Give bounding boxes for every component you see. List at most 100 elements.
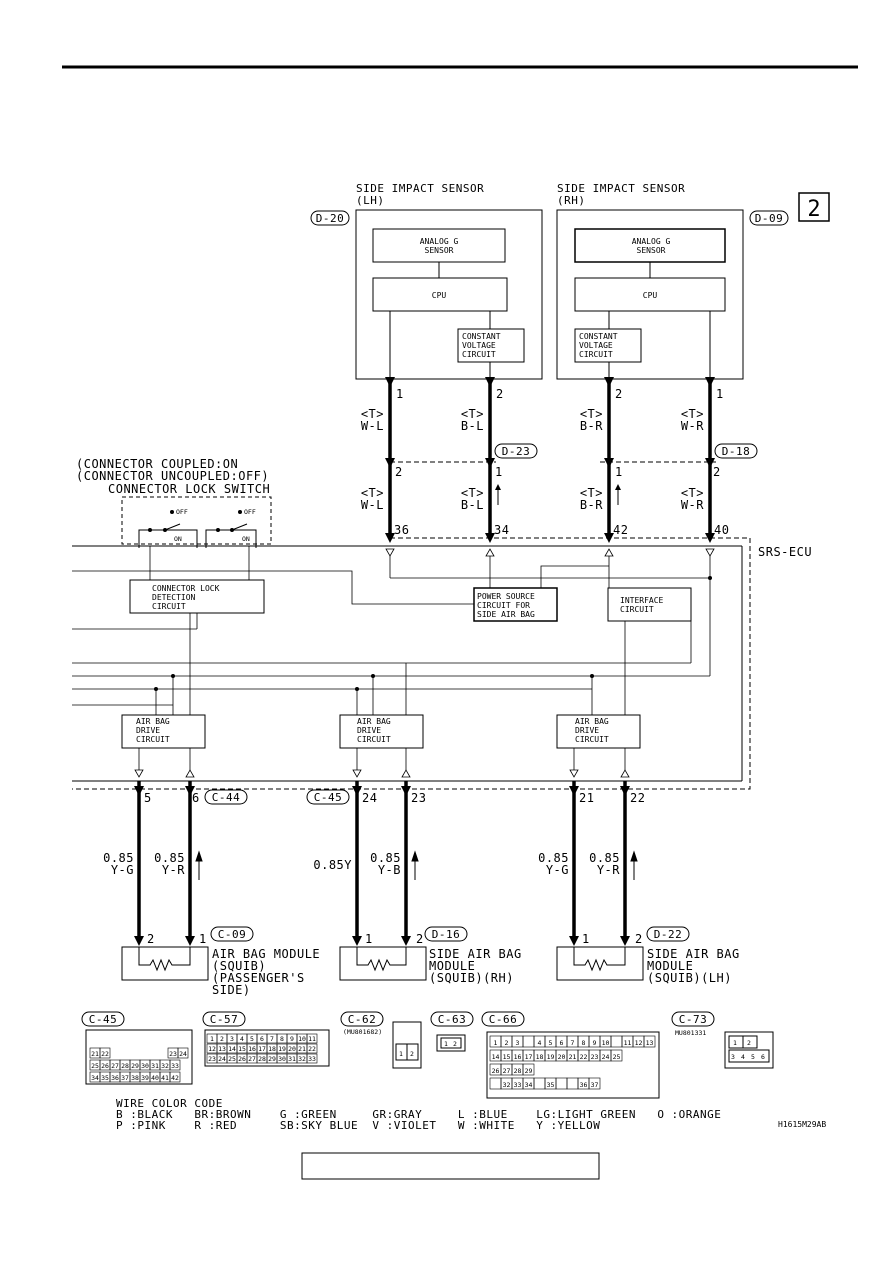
connector-pin-number: 21 [298,1045,306,1053]
sensor-rh-conn-tag [749,210,789,226]
w23-size: 0.85 [370,851,401,865]
ecu-pin-40: 40 [714,523,729,537]
pin-21: 21 [579,791,594,805]
w2-color-b: B-L [461,498,484,512]
w1-color-b: W-L [361,498,384,512]
connector-pin-number: 23 [208,1055,216,1063]
svg-text:AIR BAG: AIR BAG [357,717,391,726]
lh-const-l2: VOLTAGE [462,341,496,350]
connector-pin-number: 25 [228,1055,236,1063]
connector-pin-number: 34 [91,1074,99,1082]
connector-pin-number: 6 [260,1035,264,1043]
connector-pin-number: 28 [258,1055,266,1063]
w6-color: Y-R [162,863,185,877]
sensor-rh-title: SIDE IMPACT SENSOR [557,182,685,195]
module-side-lh: 1 2 D-22 SIDE AIR BAG MODULE (SQUIB)(LH) [556,926,739,985]
sensor-lh-title: SIDE IMPACT SENSOR [356,182,484,195]
svg-text:D-16: D-16 [432,928,461,941]
lock-detect-l3: CIRCUIT [152,602,186,611]
connector-pin-number: 11 [624,1039,632,1047]
w3-color-a: B-R [580,419,603,433]
connector-pin-number: 9 [593,1039,597,1047]
connector-pin-number: 19 [278,1045,286,1053]
w4-color-b: W-R [681,498,704,512]
connector-pin-number: 35 [547,1081,555,1089]
connector-pin-number: 40 [151,1074,159,1082]
svg-text:C-63: C-63 [438,1013,467,1026]
lh-const-box [457,328,525,363]
svg-text:C-62: C-62 [348,1013,377,1026]
connector-pin-number: 9 [290,1035,294,1043]
connector-pin-number: 25 [91,1062,99,1070]
connector-pin-number: 20 [288,1045,296,1053]
w4-pin-upper: 1 [716,387,724,401]
svg-text:CIRCUIT: CIRCUIT [136,735,170,744]
lock-note-2: (CONNECTOR UNCOUPLED:OFF) [76,469,269,483]
w1-color-a: W-L [361,419,384,433]
srs-ecu-boundary [72,537,751,790]
svg-text:1: 1 [199,932,207,946]
conn-d18-tag [714,443,758,459]
svg-text:2: 2 [453,1040,457,1048]
conn-c44: C-44 [212,791,241,804]
footer-box [301,1152,600,1180]
connector-pin-number: 33 [308,1055,316,1063]
svg-text:(MU801682): (MU801682) [343,1028,382,1036]
svg-text:SIDE): SIDE) [212,983,251,997]
svg-text:DRIVE: DRIVE [136,726,160,735]
pin-5: 5 [144,791,152,805]
connector-pin-number: 33 [514,1081,522,1089]
connector-pin-number: 3 [230,1035,234,1043]
sw2-off: OFF [244,508,256,516]
connector-pin-number: 29 [525,1067,533,1075]
connector-pin-number: 31 [288,1055,296,1063]
w2-pin-upper: 2 [496,387,504,401]
connector-pin-number: 42 [171,1074,179,1082]
connector-pin-number: 37 [121,1074,129,1082]
svg-text:DRIVE: DRIVE [357,726,381,735]
lock-detect-box [129,579,265,614]
lock-switch-title: CONNECTOR LOCK SWITCH [108,482,270,496]
wire-color-legend: WIRE COLOR CODE B :BLACK BR:BROWN G :GRE… [116,1097,721,1132]
connector-pin-number: 37 [591,1081,599,1089]
rh-const-box [574,328,642,363]
connector-pin-number: 20 [558,1053,566,1061]
svg-text:2: 2 [747,1039,751,1047]
connector-pin-number: 22 [580,1053,588,1061]
svg-text:(SQUIB): (SQUIB) [212,959,266,973]
connector-pin-number: 27 [248,1055,256,1063]
power-l1: POWER SOURCE [477,592,535,601]
rh-analog-l2: SENSOR [637,246,666,255]
w4-tag-a: <T> [681,407,704,421]
pin-23: 23 [411,791,426,805]
connector-pin-number: 10 [602,1039,610,1047]
connector-pin-number: 27 [503,1067,511,1075]
w3-tag-b: <T> [580,486,603,500]
sensor-lh-side: (LH) [356,194,385,207]
lock-detect-l2: DETECTION [152,593,196,602]
svg-text:C-57: C-57 [210,1013,239,1026]
w1-tag-a: <T> [361,407,384,421]
svg-text:1: 1 [444,1040,448,1048]
rh-cpu: CPU [643,291,658,300]
connector-pin-number: 36 [111,1074,119,1082]
connector-pin-number: 13 [646,1039,654,1047]
w2-pin-lower: 1 [495,465,503,479]
conn-c45-tag [306,789,350,805]
connector-pin-number: 17 [258,1045,266,1053]
w3-color-b: B-R [580,498,603,512]
svg-text:SIDE AIR BAG: SIDE AIR BAG [429,947,522,961]
connector-pin-number: 6 [560,1039,564,1047]
w4-pin-lower: 2 [713,465,721,479]
ecu-pin-34: 34 [494,523,509,537]
connector-pin-number: 12 [208,1045,216,1053]
connector-pin-number: 28 [514,1067,522,1075]
connector-pin-number: 30 [278,1055,286,1063]
svg-text:C-45: C-45 [89,1013,118,1026]
w4-tag-b: <T> [681,486,704,500]
svg-text:(SQUIB)(RH): (SQUIB)(RH) [429,971,514,985]
svg-text:2: 2 [416,932,424,946]
connector-pin-number: 29 [131,1062,139,1070]
conn-d23-tag [494,443,538,459]
